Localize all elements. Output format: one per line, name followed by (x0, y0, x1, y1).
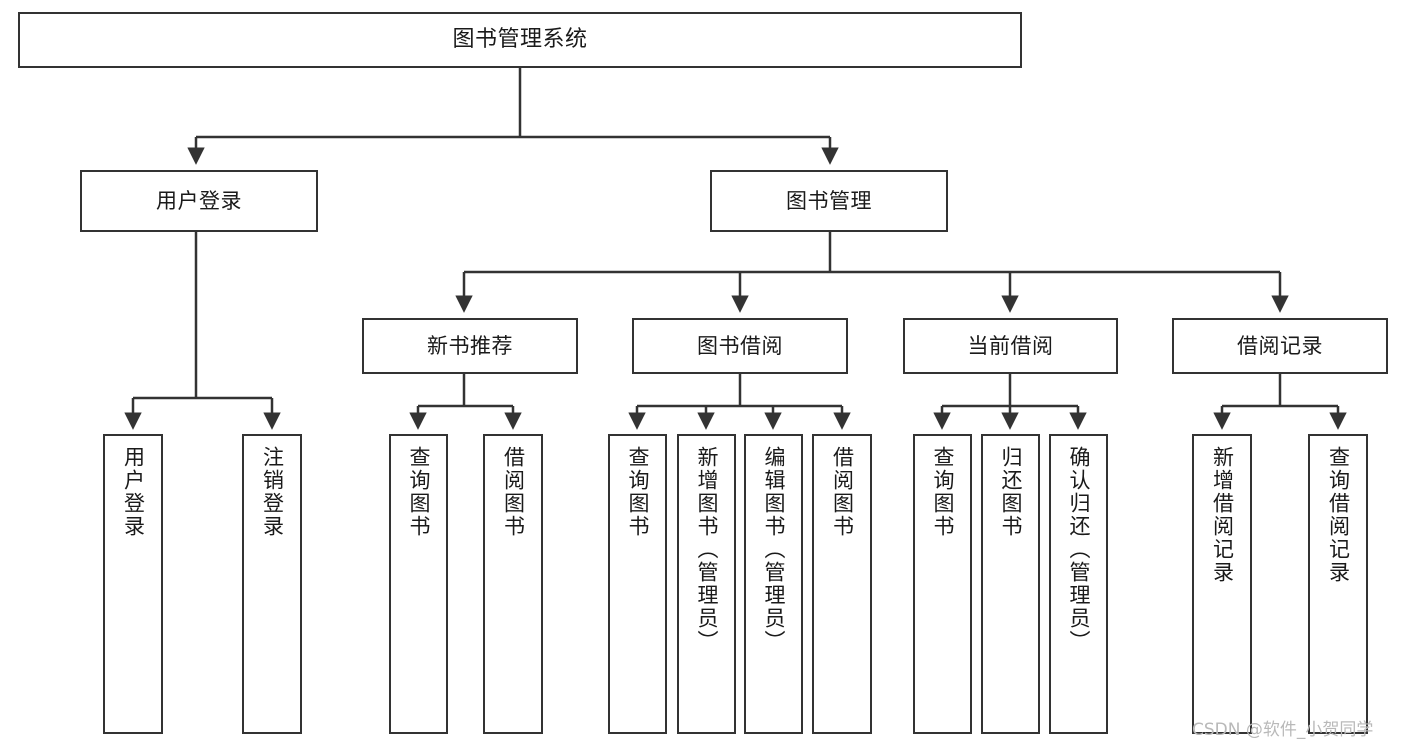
node-label: 确认归还（管理员） (1067, 446, 1091, 653)
leaf-query-books-borrow[interactable]: 查询图书 (608, 434, 667, 734)
leaf-user-login[interactable]: 用户登录 (103, 434, 163, 734)
leaf-return-book[interactable]: 归还图书 (981, 434, 1040, 734)
node-label: 图书管理系统 (452, 27, 588, 53)
node-label: 新增借阅记录 (1210, 446, 1235, 584)
node-label: 借阅图书 (830, 446, 855, 538)
node-label: 借阅记录 (1237, 333, 1323, 358)
leaf-add-borrow-record[interactable]: 新增借阅记录 (1192, 434, 1252, 734)
node-label: 借阅图书 (501, 446, 526, 538)
leaf-query-books-new[interactable]: 查询图书 (389, 434, 448, 734)
node-borrow-records[interactable]: 借阅记录 (1172, 318, 1388, 374)
node-root-system[interactable]: 图书管理系统 (18, 12, 1022, 68)
node-book-management[interactable]: 图书管理 (710, 170, 948, 232)
node-label: 用户登录 (121, 446, 146, 538)
leaf-confirm-return-admin[interactable]: 确认归还（管理员） (1049, 434, 1108, 734)
node-label: 查询图书 (931, 446, 955, 538)
node-label: 当前借阅 (967, 333, 1054, 358)
node-label: 新增图书（管理员） (695, 446, 719, 653)
leaf-borrow-book[interactable]: 借阅图书 (812, 434, 872, 734)
node-label: 图书借阅 (697, 333, 783, 358)
node-book-borrow[interactable]: 图书借阅 (632, 318, 848, 374)
leaf-user-logout[interactable]: 注销登录 (242, 434, 302, 734)
node-label: 用户登录 (156, 188, 242, 213)
node-new-book-recommend[interactable]: 新书推荐 (362, 318, 578, 374)
watermark-text: CSDN @软件_小贺同学 (1192, 720, 1374, 740)
node-label: 注销登录 (260, 446, 285, 538)
node-label: 新书推荐 (427, 333, 513, 358)
leaf-query-books-current[interactable]: 查询图书 (913, 434, 972, 734)
leaf-borrow-books-new[interactable]: 借阅图书 (483, 434, 543, 734)
node-user-login[interactable]: 用户登录 (80, 170, 318, 232)
node-current-borrow[interactable]: 当前借阅 (903, 318, 1118, 374)
leaf-add-book-admin[interactable]: 新增图书（管理员） (677, 434, 736, 734)
leaf-edit-book-admin[interactable]: 编辑图书（管理员） (744, 434, 803, 734)
leaf-query-borrow-record[interactable]: 查询借阅记录 (1308, 434, 1368, 734)
node-label: 查询图书 (407, 446, 431, 538)
node-label: 编辑图书（管理员） (762, 446, 786, 653)
node-label: 图书管理 (786, 188, 872, 213)
node-label: 查询借阅记录 (1326, 446, 1351, 584)
node-label: 查询图书 (626, 446, 650, 538)
node-label: 归还图书 (999, 446, 1023, 538)
